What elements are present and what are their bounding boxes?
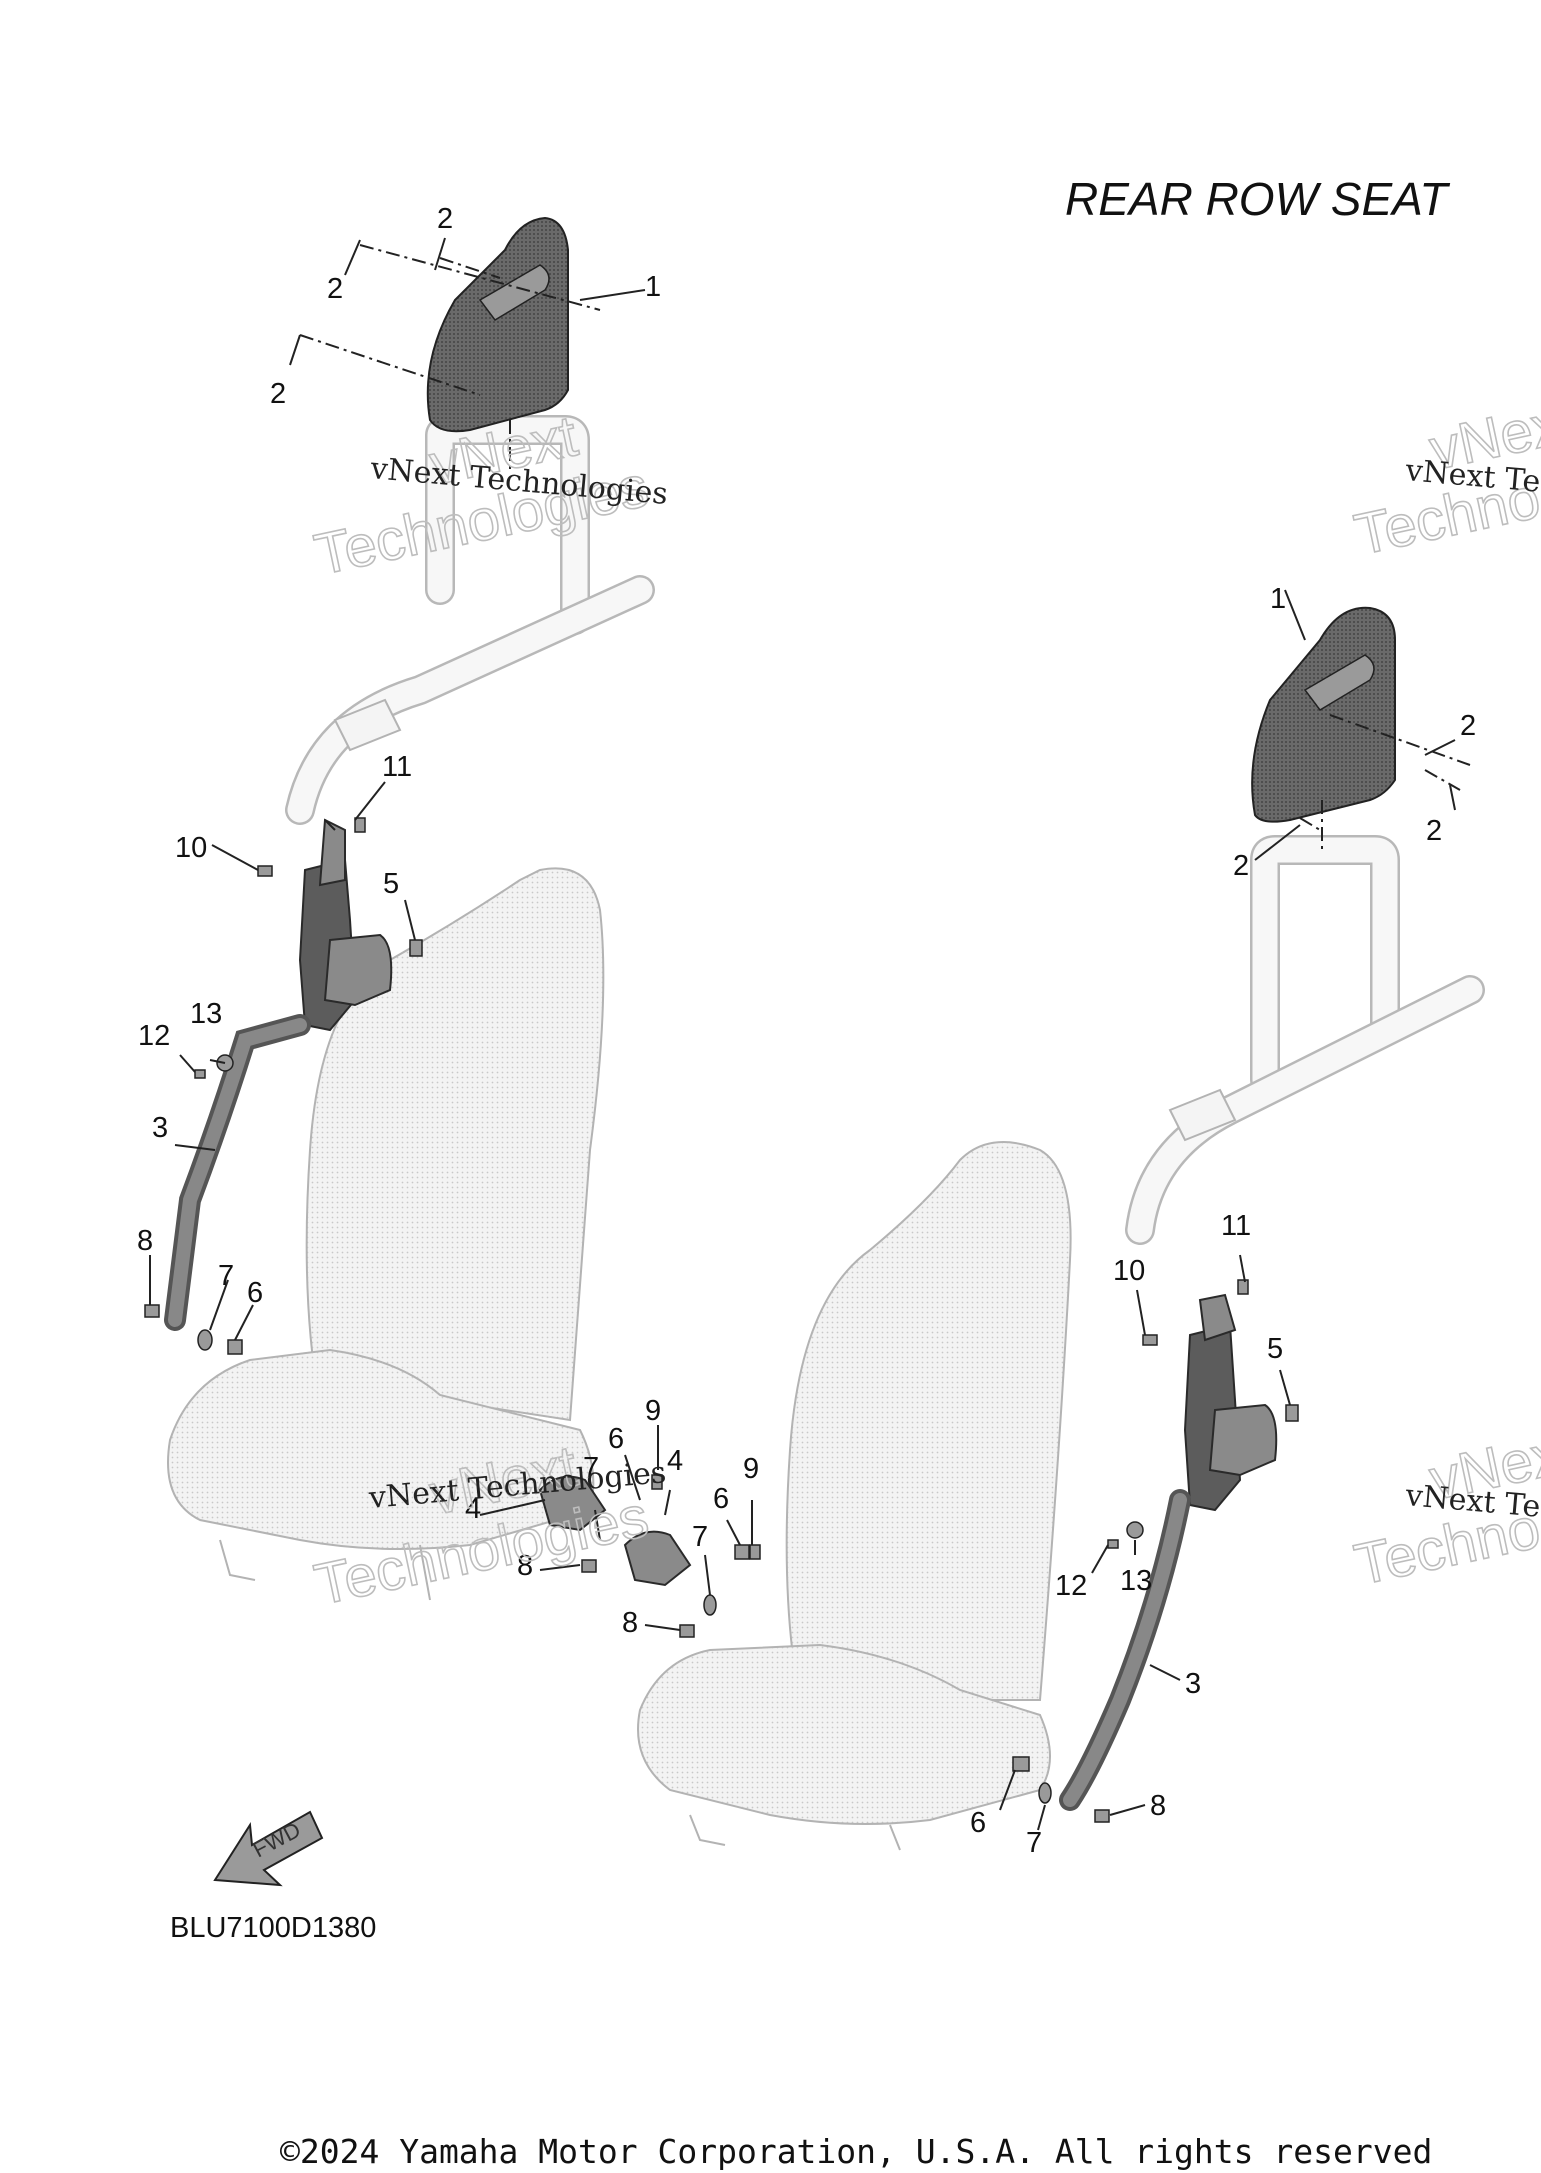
right-callout-pin-c: 2 bbox=[1233, 850, 1249, 882]
right-callout-headrest: 1 bbox=[1270, 583, 1286, 615]
right-callout-bolt-10: 10 bbox=[1113, 1255, 1145, 1287]
left-callout-collar-6: 6 bbox=[247, 1277, 263, 1309]
fwd-arrow-icon: FWD bbox=[213, 1810, 324, 1887]
center-bolt-8b bbox=[679, 1624, 695, 1638]
right-callout-bolt-5: 5 bbox=[1267, 1333, 1283, 1365]
left-callout-belt-3: 3 bbox=[152, 1112, 168, 1144]
left-collar-6 bbox=[227, 1339, 243, 1355]
right-callout-bolt-12: 12 bbox=[1055, 1570, 1087, 1602]
right-bolt-10 bbox=[1142, 1334, 1158, 1346]
right-washer-7 bbox=[1038, 1782, 1052, 1804]
center-buckle-assembly: 9 6 7 4 4 8 9 6 7 8 bbox=[465, 1395, 761, 1639]
right-seat-cushion bbox=[637, 1643, 1051, 1825]
copyright-notice: ©2024 Yamaha Motor Corporation, U.S.A. A… bbox=[280, 2132, 1432, 2171]
right-callout-pin-a: 2 bbox=[1460, 710, 1476, 742]
right-callout-washer-7: 7 bbox=[1026, 1827, 1042, 1859]
center-washer-7b bbox=[703, 1594, 717, 1616]
right-callout-bolt-11: 11 bbox=[1221, 1210, 1251, 1242]
center-callout-washer-7b: 7 bbox=[692, 1521, 708, 1553]
left-callout-bolt-13: 13 bbox=[190, 998, 222, 1030]
left-callout-pin-c: 2 bbox=[270, 378, 286, 410]
left-callout-bolt-12: 12 bbox=[138, 1020, 170, 1052]
right-headrest bbox=[1251, 606, 1396, 823]
left-callout-bolt-5: 5 bbox=[383, 868, 399, 900]
left-bolt-8 bbox=[144, 1304, 160, 1318]
left-seat-cushion bbox=[167, 1348, 595, 1550]
center-callout-bolt-9a: 9 bbox=[645, 1395, 661, 1427]
diagram-code: BLU7100D1380 bbox=[170, 1912, 376, 1944]
right-callout-bolt-13: 13 bbox=[1120, 1565, 1152, 1597]
right-seat-assembly: 1 2 2 2 11 10 5 12 13 3 6 7 8 bbox=[637, 583, 1485, 1859]
left-bolt-12 bbox=[194, 1069, 206, 1079]
left-seat-back bbox=[305, 867, 605, 1422]
center-bolt-8a bbox=[581, 1559, 597, 1573]
center-callout-bolt-8a: 8 bbox=[517, 1550, 533, 1582]
center-bolt-9b bbox=[749, 1544, 761, 1560]
left-bolt-11 bbox=[354, 817, 366, 833]
left-callout-bolt-11: 11 bbox=[382, 751, 412, 783]
left-callout-headrest: 1 bbox=[645, 271, 661, 303]
center-callout-bolt-9b: 9 bbox=[743, 1453, 759, 1485]
right-seat-back bbox=[785, 1141, 1072, 1701]
left-washer-7 bbox=[197, 1329, 213, 1351]
right-collar-6 bbox=[1012, 1756, 1030, 1772]
center-callout-washer-7a: 7 bbox=[583, 1452, 599, 1484]
left-callout-washer-7: 7 bbox=[218, 1260, 234, 1292]
center-callout-collar-6a: 6 bbox=[608, 1423, 624, 1455]
left-bolt-5 bbox=[409, 939, 423, 957]
left-callout-bolt-8: 8 bbox=[137, 1225, 153, 1257]
right-washer-13 bbox=[1126, 1521, 1144, 1539]
left-callout-pin-a: 2 bbox=[437, 203, 453, 235]
left-callout-bolt-10: 10 bbox=[175, 832, 207, 864]
center-callout-buckle-4: 4 bbox=[667, 1445, 683, 1477]
left-seat-frame bbox=[285, 415, 655, 825]
center-bolt-9a bbox=[651, 1474, 663, 1490]
right-callout-bolt-8: 8 bbox=[1150, 1790, 1166, 1822]
right-callout-pin-b: 2 bbox=[1426, 815, 1442, 847]
right-bolt-12 bbox=[1107, 1539, 1119, 1549]
center-collar-6b bbox=[734, 1544, 750, 1560]
center-callout-bolt-8b: 8 bbox=[622, 1607, 638, 1639]
right-bolt-11 bbox=[1237, 1279, 1249, 1295]
right-seat-frame bbox=[1125, 835, 1485, 1245]
left-callout-pin-b: 2 bbox=[327, 273, 343, 305]
left-bolt-10 bbox=[257, 865, 273, 877]
right-callout-collar-6: 6 bbox=[970, 1807, 986, 1839]
center-callout-buckle-4b: 4 bbox=[465, 1493, 481, 1525]
diagram-title: REAR ROW SEAT bbox=[1065, 173, 1450, 225]
right-bolt-5 bbox=[1285, 1404, 1299, 1422]
right-bolt-8 bbox=[1094, 1809, 1110, 1823]
left-seat-assembly: 1 2 2 2 11 10 5 13 12 3 8 7 6 bbox=[137, 203, 661, 1601]
left-headrest bbox=[426, 216, 569, 433]
center-callout-collar-6b: 6 bbox=[713, 1483, 729, 1515]
left-buckle bbox=[538, 1475, 607, 1532]
right-buckle bbox=[623, 1530, 692, 1587]
right-callout-belt-3: 3 bbox=[1185, 1668, 1201, 1700]
